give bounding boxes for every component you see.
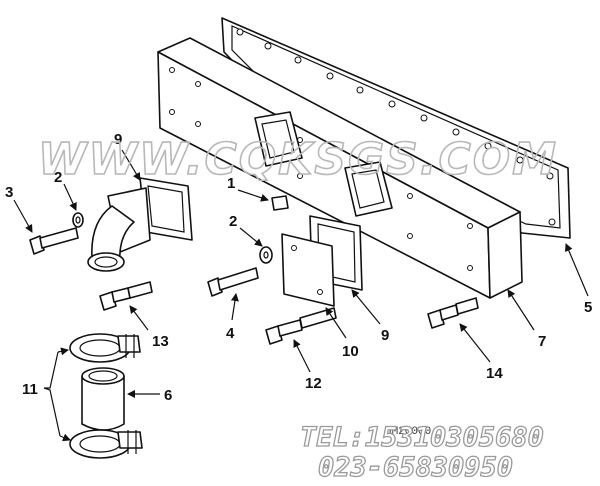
callout-10: 10 — [342, 343, 359, 360]
capscrew-14 — [427, 297, 479, 329]
callout-3: 3 — [5, 184, 13, 201]
drawing-number: HM20000 — [385, 426, 431, 438]
cover-plate — [281, 233, 335, 307]
callout-2-left: 2 — [54, 169, 62, 186]
callout-14: 14 — [486, 365, 503, 382]
callout-11: 11 — [22, 381, 38, 398]
capscrew-12 — [265, 307, 337, 345]
callout-7: 7 — [538, 333, 546, 350]
callout-13: 13 — [152, 333, 169, 350]
hose-clamp-lower — [69, 429, 143, 459]
callout-12: 12 — [305, 375, 322, 392]
screw-1 — [271, 195, 289, 211]
manifold-gasket — [221, 17, 571, 239]
capscrew-13 — [99, 281, 153, 311]
callout-numbers: 1 2 2 3 4 5 6 7 9 9 10 11 12 13 14 — [5, 131, 592, 404]
callout-5: 5 — [584, 299, 592, 316]
hose-6 — [81, 367, 125, 431]
callout-9-left: 9 — [114, 131, 122, 148]
callout-2-center: 2 — [229, 213, 237, 230]
phone-watermark-1: TEL:15310305680 — [300, 422, 544, 453]
washer-2-left — [72, 212, 84, 228]
callout-4: 4 — [226, 325, 235, 342]
leader-lines — [13, 149, 589, 442]
capscrew-3 — [29, 227, 79, 255]
callout-6: 6 — [164, 387, 172, 404]
exhaust-manifold-body — [157, 37, 523, 299]
phone-watermark-2: 023-65830950 — [318, 452, 513, 483]
hose-clamp-upper — [69, 333, 141, 363]
callout-9-center: 9 — [381, 327, 389, 344]
outlet-elbow-gasket — [139, 177, 193, 241]
capscrew-4 — [207, 267, 259, 297]
water-outlet-elbow — [87, 187, 151, 272]
washer-2-center — [259, 246, 273, 264]
callout-1: 1 — [227, 175, 235, 192]
website-watermark: WWW.CQKSGS.COM — [38, 134, 558, 185]
